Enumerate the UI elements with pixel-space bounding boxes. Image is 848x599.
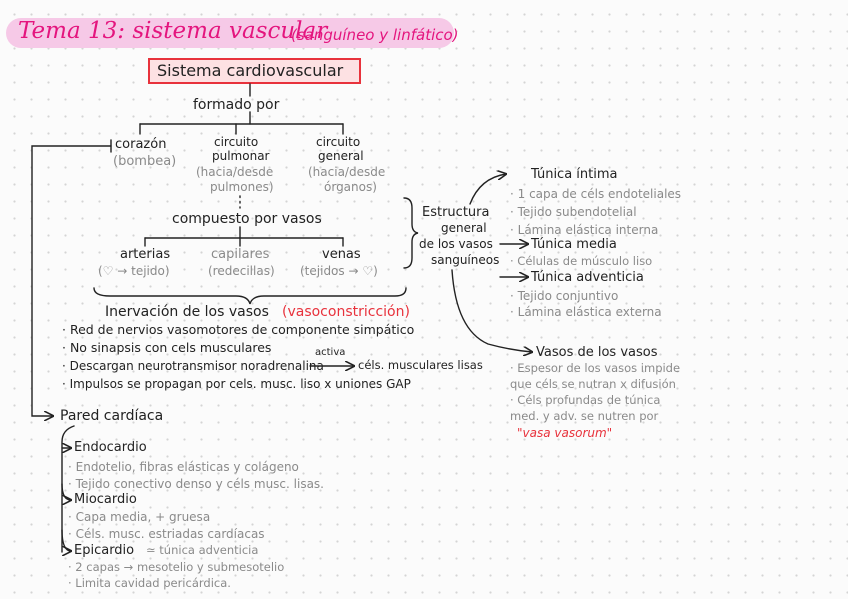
vasa-item-1: · Espesor de los vasos impide: [510, 361, 681, 375]
circuito-general-label-1: circuito: [316, 135, 361, 149]
formado-por-label: formado por: [193, 97, 280, 113]
adventicia-item-2: · Lámina elástica externa: [510, 305, 662, 319]
inervacion-heading-red: (vasoconstricción): [282, 304, 410, 320]
circuito-general-label-2: general: [318, 149, 364, 163]
title-highlight: [6, 18, 454, 48]
activa-label: activa: [315, 347, 346, 358]
media-item-1: · Células de músculo liso: [510, 254, 653, 268]
endocardio-label: Endocardio: [74, 440, 147, 455]
pared-cardiaca-heading: Pared cardíaca: [60, 408, 164, 424]
estructura-label-3: de los vasos: [419, 237, 493, 251]
intima-item-2: · Tejido subendotelial: [510, 205, 637, 219]
inervacion-item-2: · No sinapsis con cels musculares: [62, 340, 272, 355]
pared-stem: [61, 425, 75, 553]
adventicia-item-1: · Tejido conjuntivo: [510, 289, 619, 303]
connector-corazon-loop: [31, 145, 112, 416]
estructura-label-2: general: [441, 221, 487, 235]
epicardio-label: Epicardio: [74, 543, 135, 558]
arrow-miocardio: [61, 483, 71, 500]
epicardio-suffix: ≃ túnica adventicia: [146, 543, 259, 557]
vasa-item-2: que céls se nutran x difusión: [510, 377, 676, 391]
arrow-vasa: [451, 269, 532, 352]
intima-item-3: · Lámina elástica interna: [510, 223, 659, 237]
circuito-general-note-2: órganos): [324, 180, 377, 194]
page-title: Tema 13: sistema vascular: [18, 18, 328, 44]
inervacion-item-3: · Descargan neurotransmisor noradrenalin…: [62, 359, 324, 373]
vasos-de-los-vasos-label: Vasos de los vasos: [536, 345, 658, 360]
miocardio-item-2: · Céls. musc. estriadas cardíacas: [68, 527, 265, 541]
estructura-label-4: sanguíneos: [431, 253, 500, 267]
circuito-general-note-1: (hacia/desde: [308, 165, 386, 179]
estructura-label-1: Estructura: [422, 205, 490, 220]
miocardio-label: Miocardio: [74, 492, 137, 507]
venas-label: venas: [322, 247, 361, 262]
arrow-intima: [469, 174, 506, 205]
capilares-label: capilares: [211, 247, 270, 262]
endocardio-item-1: · Endotelio, fibras elásticas y colágeno: [68, 460, 299, 474]
circuito-pulmonar-label-2: pulmonar: [212, 149, 270, 163]
circuito-pulmonar-note-2: pulmones): [210, 180, 274, 194]
corazon-note: (bombea): [113, 154, 177, 169]
epicardio-item-1: · 2 capas → mesotelio y submesotelio: [68, 560, 285, 574]
inervacion-heading: Inervación de los vasos: [105, 304, 269, 320]
corazon-label: corazón: [115, 137, 167, 152]
inervacion-item-4: · Impulsos se propagan por cels. musc. l…: [62, 377, 411, 391]
venas-note: (tejidos → ♡): [300, 264, 378, 278]
activa-target: céls. musculares lisas: [358, 358, 483, 372]
miocardio-item-1: · Capa media, + gruesa: [68, 510, 211, 524]
cardiovascular-box: [148, 58, 361, 84]
arterias-note: (♡ → tejido): [98, 264, 170, 278]
epicardio-item-2: · Limita cavidad pericárdica.: [68, 576, 231, 590]
vessels-brace: [93, 287, 407, 305]
compuesto-label: compuesto por vasos: [172, 211, 322, 227]
capilares-note: (redecillas): [208, 264, 275, 278]
cardiovascular-label: Sistema cardiovascular: [157, 61, 344, 80]
circuito-pulmonar-label-1: circuito: [214, 135, 259, 149]
estructura-brace: [403, 197, 419, 269]
arterias-label: arterias: [120, 247, 171, 262]
vasa-vasorum-label: "vasa vasorum": [517, 426, 613, 440]
inervacion-item-1: · Red de nervios vasomotores de componen…: [62, 322, 415, 337]
circuito-pulmonar-note-1: (hacia/desde: [196, 165, 274, 179]
intima-item-1: · 1 capa de céls endoteliales: [510, 187, 682, 201]
page-subtitle: (sanguíneo y linfático): [291, 26, 459, 44]
endocardio-item-2: · Tejido conectivo denso y céls musc. li…: [68, 477, 324, 491]
vasa-item-4: med. y adv. se nutren por: [510, 409, 659, 423]
tunica-intima-label: Túnica íntima: [531, 167, 618, 182]
tunica-media-label: Túnica media: [531, 237, 617, 252]
vasa-item-3: · Céls profundas de túnica: [510, 393, 661, 407]
arrow-epicardio: [61, 529, 71, 551]
tunica-adventicia-label: Túnica adventicia: [531, 270, 644, 285]
